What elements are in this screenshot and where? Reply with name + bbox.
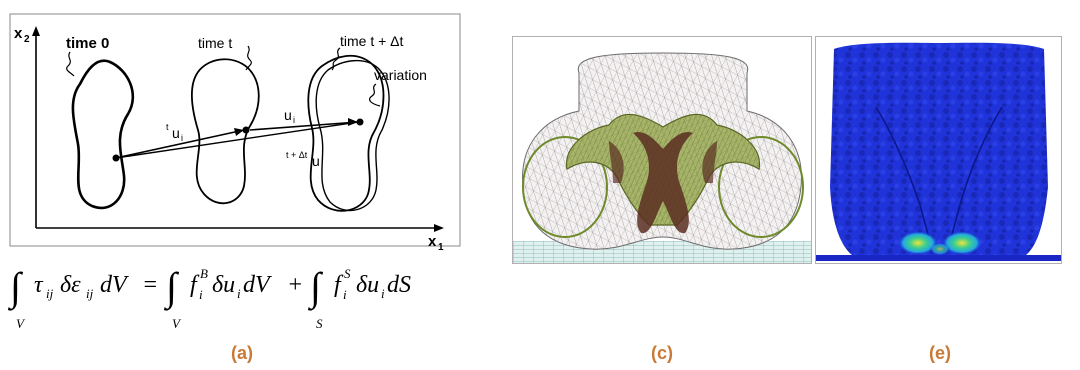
x-axis-subscript: 1	[438, 242, 444, 253]
leader-time-0	[66, 51, 75, 77]
displacement-ui-vector	[249, 121, 359, 131]
label-tui-prefix: t	[166, 122, 169, 132]
integral-sign-3: ∫	[307, 264, 324, 311]
stress-hotspot-center	[930, 243, 950, 255]
body-shape-variation	[315, 60, 390, 212]
wireframe-mesh-image	[512, 36, 812, 264]
left-femoral-region	[522, 136, 608, 238]
eq-delta-u-1: δu	[212, 272, 235, 298]
eq-delta-u-2-sub: i	[381, 286, 385, 301]
pelvic-floor-structure	[633, 131, 693, 234]
right-femoral-region	[718, 136, 804, 238]
label-variation: variation	[374, 67, 427, 83]
floor-grid	[513, 241, 811, 263]
y-axis-label: x	[14, 25, 23, 42]
right-sidewall-structure	[702, 141, 717, 183]
caption-c: (c)	[651, 343, 673, 363]
deformation-diagram: x 2 x 1 time 0 time t time t + Δt variat…	[7, 13, 461, 331]
eq-lhs-dv: dV	[100, 272, 129, 298]
left-sidewall-structure	[609, 141, 624, 183]
material-point-time-t	[242, 126, 250, 134]
integral-limit-v2: V	[172, 316, 182, 330]
label-tdtui-subscript: i	[321, 161, 323, 171]
ground-plate	[816, 255, 1061, 261]
integral-sign-2: ∫	[163, 264, 180, 311]
eq-f-surface: f	[334, 272, 344, 298]
stress-contour-illustration	[816, 42, 1061, 261]
leader-time-t	[245, 45, 252, 71]
displacement-tui-vector	[115, 129, 245, 159]
label-time-t-dt: time t + Δt	[340, 33, 404, 49]
y-axis-subscript: 2	[24, 34, 30, 45]
eq-f-body-sup: B	[200, 266, 208, 281]
pelvis-mesh-illustration	[513, 52, 811, 263]
ui-arrowhead	[348, 118, 358, 126]
virtual-work-equation: ∫ V τ ij δε ij dV = ∫ V f i B δu i dV + …	[7, 264, 411, 331]
diagram-frame	[9, 13, 461, 247]
stress-hotspot-left	[898, 231, 938, 255]
stress-hotspot-right	[942, 231, 982, 255]
label-ui-subscript: i	[293, 115, 295, 125]
caption-a: (a)	[231, 343, 253, 363]
eq-rhs-ds: dS	[387, 272, 411, 298]
label-tui: u	[172, 125, 180, 141]
eq-f-body-sub: i	[199, 287, 203, 302]
integral-sign-1: ∫	[7, 264, 24, 311]
body-shape-time-t-dt	[307, 54, 385, 212]
label-tdtui-prefix: t + Δt	[286, 150, 308, 160]
y-axis-arrow	[32, 26, 40, 36]
eq-f-surface-sup: S	[344, 266, 351, 281]
x-axis-arrow	[434, 224, 444, 232]
tissue-block	[830, 42, 1048, 256]
integral-limit-v1: V	[16, 316, 26, 330]
material-point-time-0	[112, 154, 120, 162]
label-ui: u	[284, 107, 292, 123]
material-point-time-t-dt	[356, 118, 364, 126]
label-time-0: time 0	[66, 35, 109, 52]
label-tui-subscript: i	[181, 133, 183, 143]
leader-time-t-dt	[331, 47, 341, 71]
eq-mid-dv: dV	[243, 272, 272, 298]
eq-tau: τ	[34, 272, 44, 298]
tui-arrowhead	[234, 128, 244, 136]
eq-f-surface-sub: i	[343, 287, 347, 302]
displacement-tdtui-vector	[115, 121, 359, 159]
leader-variation	[368, 83, 381, 107]
eq-delta-u-2: δu	[356, 272, 379, 298]
eq-delta-eps: δε	[60, 272, 81, 298]
eq-tau-sub: ij	[46, 286, 54, 301]
label-time-t: time t	[198, 35, 232, 51]
x-axis-label: x	[428, 233, 437, 250]
eq-equals: =	[142, 272, 158, 298]
eq-delta-u-1-sub: i	[237, 286, 241, 301]
fe-stress-contour-image	[815, 36, 1062, 264]
diagram-panel-a: x 2 x 1 time 0 time t time t + Δt variat…	[0, 0, 470, 331]
eq-plus: +	[287, 272, 303, 298]
eq-eps-sub: ij	[86, 286, 94, 301]
integral-limit-s: S	[316, 316, 323, 330]
caption-e: (e)	[929, 343, 951, 363]
label-tdtui: u	[312, 153, 320, 169]
body-shape-time-0	[71, 59, 134, 210]
eq-f-body: f	[190, 272, 200, 298]
